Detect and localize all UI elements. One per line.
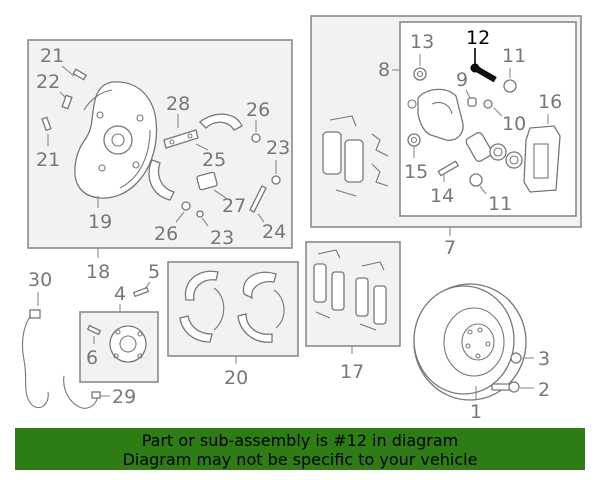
spring-clips-part[interactable]: [371, 133, 389, 187]
washer-part-23-bottom[interactable]: [196, 210, 204, 218]
lever-part-24[interactable]: [249, 185, 267, 213]
wheel-speed-sensor-group: 30 29: [21, 269, 136, 409]
parking-shoe-group-label: 20: [224, 367, 248, 389]
bolt-part-13[interactable]: [413, 67, 427, 81]
piston-part[interactable]: [465, 131, 523, 169]
wheel-speed-sensor-part[interactable]: [21, 309, 101, 409]
caliper-group-label: 7: [444, 237, 456, 259]
callout-19: 19: [88, 211, 112, 233]
screw-part-3[interactable]: [510, 352, 522, 364]
caliper-group: 7 8 13 12 11: [310, 15, 582, 259]
callout-5: 5: [148, 261, 160, 283]
sensor-part-22[interactable]: [61, 94, 73, 110]
bolt-part-21-bottom[interactable]: [41, 116, 52, 132]
parking-shoe-right-part[interactable]: [237, 271, 285, 343]
pad-kit-group: 17: [305, 241, 401, 383]
actuator-part[interactable]: [196, 171, 218, 191]
callout-9: 9: [456, 69, 468, 91]
backing-plate-part[interactable]: [74, 81, 158, 199]
callout-30: 30: [28, 269, 52, 291]
hub-bolt-part-6[interactable]: [86, 324, 102, 336]
banner-line-1: Part or sub-assembly is #12 in diagram: [141, 431, 459, 450]
callout-6: 6: [86, 347, 98, 369]
callout-15: 15: [404, 161, 428, 183]
callout-10: 10: [502, 113, 526, 135]
bleeder-part-9[interactable]: [467, 97, 477, 107]
callout-21-top: 21: [40, 45, 64, 67]
callout-11-bottom: 11: [488, 193, 512, 215]
callout-26-bottom: 26: [154, 223, 178, 245]
parking-shoe-part[interactable]: [148, 159, 175, 201]
callout-22: 22: [36, 71, 60, 93]
callout-27: 27: [222, 195, 246, 217]
callout-23-bottom: 23: [210, 227, 234, 249]
nut-part-26-top[interactable]: [251, 133, 261, 143]
callout-8: 8: [378, 59, 390, 81]
brake-rotor-part[interactable]: [413, 283, 527, 401]
bolt-part-15[interactable]: [407, 133, 421, 147]
callout-21-bottom: 21: [36, 149, 60, 171]
callout-3: 3: [538, 348, 550, 370]
callout-2: 2: [538, 379, 550, 401]
cap-part-11-bottom[interactable]: [469, 173, 483, 187]
stud-part-5[interactable]: [132, 286, 150, 298]
callout-23-top: 23: [266, 137, 290, 159]
callout-12: 12: [466, 27, 490, 49]
parking-shoe-left-part[interactable]: [179, 270, 225, 343]
callout-24: 24: [262, 221, 286, 243]
hub-group: 4 6 5: [79, 261, 160, 383]
parking-shoe-group: 20: [167, 261, 299, 389]
caliper-bracket-part[interactable]: [523, 125, 561, 193]
callout-11-top: 11: [502, 45, 526, 67]
banner-line-2: Diagram may not be specific to your vehi…: [122, 450, 478, 469]
hub-group-label: 4: [114, 283, 126, 305]
brake-rotor-group: 1 3 2: [413, 283, 550, 423]
parking-shoe-group-box: [167, 261, 299, 357]
guide-pin-part-12[interactable]: [470, 63, 497, 83]
callout-29: 29: [112, 386, 136, 408]
bolt-part-21-top[interactable]: [72, 68, 88, 81]
bolt-part-14[interactable]: [437, 160, 460, 177]
pad-kit-pads-part[interactable]: [313, 249, 387, 331]
callout-26-top: 26: [246, 99, 270, 121]
adjuster-spring-part[interactable]: [163, 129, 199, 149]
cap-part-11-top[interactable]: [503, 79, 517, 93]
parking-brake-group-label: 18: [86, 261, 110, 283]
brake-pads-part[interactable]: [322, 115, 364, 197]
callout-25: 25: [202, 149, 226, 171]
callout-1: 1: [470, 401, 482, 423]
hub-bearing-part[interactable]: [109, 325, 147, 363]
pad-kit-group-label: 17: [340, 361, 364, 383]
callout-14: 14: [430, 185, 454, 207]
parking-shoe-upper-part[interactable]: [199, 113, 243, 131]
parking-brake-group: 18 19 21 22 21: [27, 39, 293, 283]
callout-16: 16: [538, 91, 562, 113]
nut-part-26-bottom[interactable]: [181, 201, 191, 211]
callout-13: 13: [410, 31, 434, 53]
callout-28: 28: [166, 93, 190, 115]
boot-part-10[interactable]: [483, 99, 493, 109]
info-banner: Part or sub-assembly is #12 in diagram D…: [15, 428, 585, 470]
washer-part-23-top[interactable]: [271, 175, 281, 185]
caliper-body-part[interactable]: [407, 88, 464, 141]
bolt-part-2[interactable]: [491, 381, 520, 393]
